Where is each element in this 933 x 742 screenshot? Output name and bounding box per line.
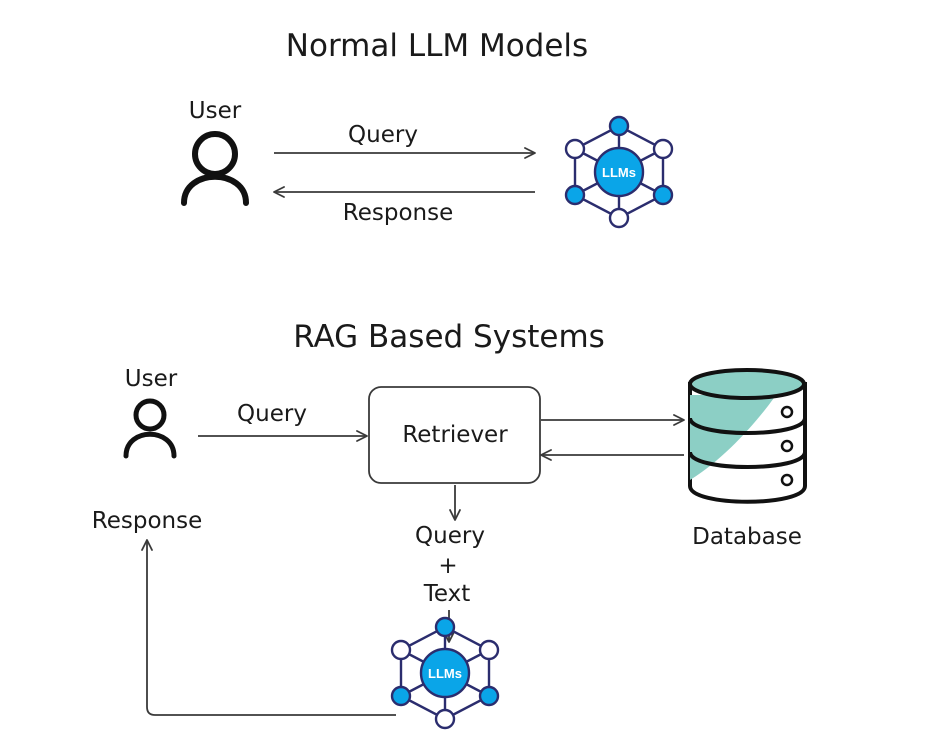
rag-section-title: RAG Based Systems (293, 319, 605, 355)
rag-response-label: Response (92, 508, 202, 534)
normal-user-label: User (189, 98, 242, 124)
normal-llm-label: LLMs (602, 165, 636, 180)
normal-section-title: Normal LLM Models (286, 28, 588, 64)
rag-llm-label: LLMs (428, 666, 462, 681)
retriever-label: Retriever (402, 422, 508, 448)
database-label: Database (692, 524, 802, 550)
rag-user-icon (123, 398, 177, 459)
llm-to-response-arrow (141, 539, 396, 716)
normal-query-label: Query (348, 122, 418, 148)
rag-user-label: User (125, 366, 178, 392)
retriever-box (368, 386, 541, 484)
rag-query-label: Query (237, 401, 307, 427)
normal-llm-network-icon: LLMs (564, 115, 674, 229)
rag-llm-network-icon: LLMs (390, 616, 500, 730)
normal-response-label: Response (343, 200, 453, 226)
query-text-plus: + (438, 553, 457, 579)
database-icon (688, 368, 807, 504)
query-text-line3: Text (423, 581, 471, 607)
normal-user-icon (181, 131, 249, 206)
query-text-line1: Query (415, 523, 485, 549)
